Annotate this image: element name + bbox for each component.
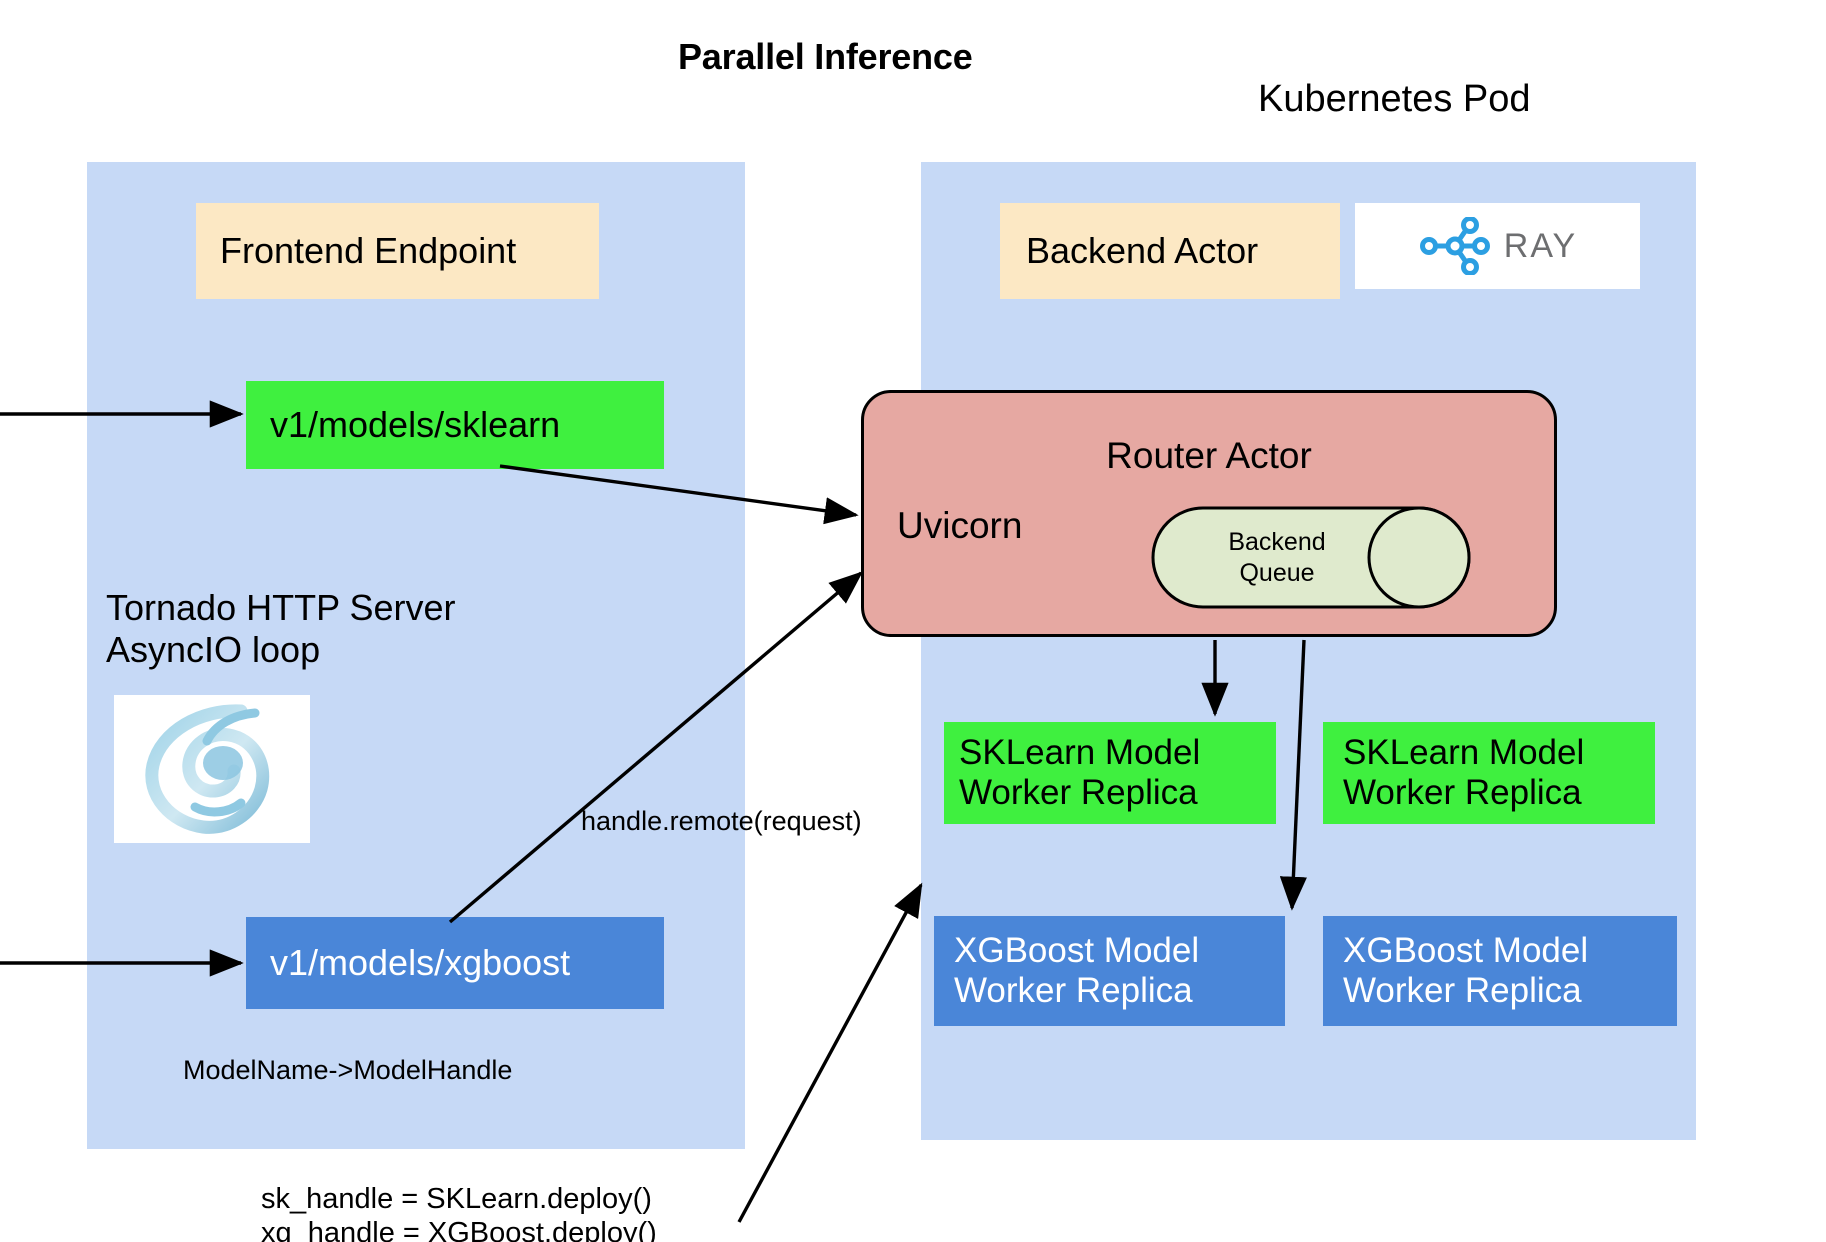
backend-queue-label: Backend Queue xyxy=(1228,527,1326,587)
deploy-code-annotation: sk_handle = SKLearn.deploy() xg_handle =… xyxy=(261,1183,657,1242)
xgboost-worker-replica-1: XGBoost Model Worker Replica xyxy=(934,916,1285,1026)
sklearn-worker-label-1: SKLearn Model Worker Replica xyxy=(959,733,1201,812)
frontend-endpoint-label: Frontend Endpoint xyxy=(220,230,517,271)
sklearn-worker-label-2: SKLearn Model Worker Replica xyxy=(1343,733,1585,812)
sklearn-worker-replica-1: SKLearn Model Worker Replica xyxy=(944,722,1276,824)
tornado-logo xyxy=(114,695,310,843)
backend-actor-label: Backend Actor xyxy=(1026,230,1259,271)
xgboost-worker-replica-2: XGBoost Model Worker Replica xyxy=(1323,916,1677,1026)
ray-wordmark: RAY xyxy=(1503,226,1578,265)
uvicorn-label: Uvicorn xyxy=(897,505,1023,546)
tornado-server-note: Tornado HTTP Server AsyncIO loop xyxy=(106,587,456,671)
ray-logo: RAY xyxy=(1355,203,1640,289)
kubernetes-pod-title: Kubernetes Pod xyxy=(1258,78,1531,120)
xgboost-worker-label-2: XGBoost Model Worker Replica xyxy=(1343,931,1589,1010)
ray-graph-icon xyxy=(1419,217,1490,275)
backend-actor-box: Backend Actor xyxy=(1000,203,1340,299)
endpoint-box-xgboost[interactable]: v1/models/xgboost xyxy=(246,917,664,1009)
handle-remote-annotation: handle.remote(request) xyxy=(581,806,862,836)
sklearn-worker-replica-2: SKLearn Model Worker Replica xyxy=(1323,722,1655,824)
endpoint-box-sklearn[interactable]: v1/models/sklearn xyxy=(246,381,664,469)
arrow-deploy-to-pod xyxy=(737,882,923,1223)
endpoint-label-sklearn: v1/models/sklearn xyxy=(270,404,561,445)
backend-queue-cylinder: Backend Queue xyxy=(1151,506,1471,609)
frontend-endpoint-box: Frontend Endpoint xyxy=(196,203,599,299)
router-actor-title: Router Actor xyxy=(1106,435,1312,476)
endpoint-label-xgboost: v1/models/xgboost xyxy=(270,942,571,983)
xgboost-worker-label-1: XGBoost Model Worker Replica xyxy=(954,931,1200,1010)
model-name-mapping-note: ModelName->ModelHandle xyxy=(183,1055,513,1085)
page-title: Parallel Inference xyxy=(678,36,973,77)
router-actor-box: Router Actor Uvicorn Backend Queue xyxy=(861,390,1557,637)
